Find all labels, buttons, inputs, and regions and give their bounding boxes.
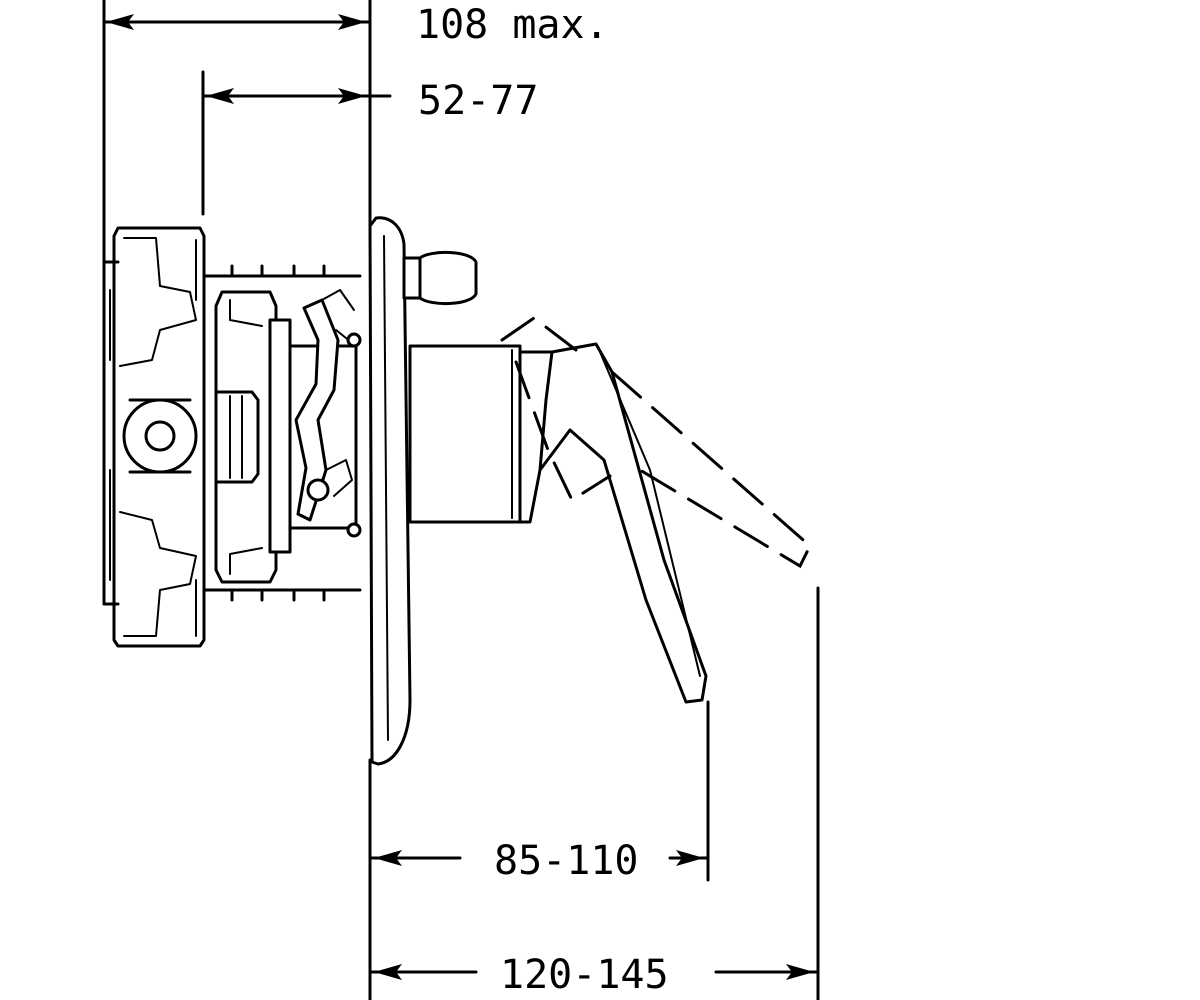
linkage-arm [294, 298, 340, 522]
dimension-total-projection: 120-145 [368, 586, 820, 1000]
dimension-label-handle-projection: 85-110 [494, 838, 639, 884]
linkage-bottom-detail [325, 459, 353, 497]
handle-body-cylinder [408, 344, 522, 524]
arrowhead-left [106, 14, 134, 30]
lever-open-hub [514, 360, 612, 503]
handle-lever [538, 342, 708, 704]
concealed-body [102, 226, 206, 648]
fastener-upper [346, 332, 362, 348]
thread-marks-top [230, 264, 326, 278]
escutcheon-plate [368, 216, 412, 766]
inlet-fitting-bore [144, 420, 176, 452]
arrowhead-right [338, 14, 366, 30]
diverter-knob [402, 250, 478, 306]
dimension-wall-depth: 52-77 [201, 70, 538, 216]
lever-open-outline [610, 370, 812, 569]
lever-highlight [599, 351, 701, 677]
arrowhead-left [206, 88, 234, 104]
fastener-lower [346, 522, 362, 538]
inlet-fitting-flats [128, 398, 192, 474]
arrowhead-right [786, 964, 814, 980]
spindle-plate [268, 318, 292, 554]
knob-stem [402, 256, 422, 300]
thread-marks-bottom [230, 588, 326, 602]
knob-cap [418, 250, 478, 306]
linkage-pivot [306, 478, 330, 502]
arrowhead-left [374, 850, 402, 866]
casting-contour-lower [119, 511, 197, 637]
escutcheon-inner-edge [383, 235, 389, 741]
escutcheon-outline [368, 216, 412, 766]
body-rib-left [102, 260, 120, 606]
housing-detail [229, 299, 263, 575]
dimension-label-total-projection: 120-145 [500, 952, 669, 998]
arrowhead-right [338, 88, 366, 104]
arrowhead-left [374, 964, 402, 980]
mixer-handle [408, 316, 812, 704]
dimension-label-wall-depth: 52-77 [418, 78, 538, 124]
casting-contour-upper [119, 237, 197, 367]
dimension-label-overall-depth: 108 max. [416, 2, 609, 48]
lever-open-top [500, 316, 578, 352]
arrowhead-right [676, 850, 704, 866]
seat-ring-grooves [229, 395, 243, 479]
dimension-handle-projection: 85-110 [368, 700, 710, 1000]
seat-ring [214, 390, 260, 484]
mixing-cartridge [202, 264, 362, 602]
